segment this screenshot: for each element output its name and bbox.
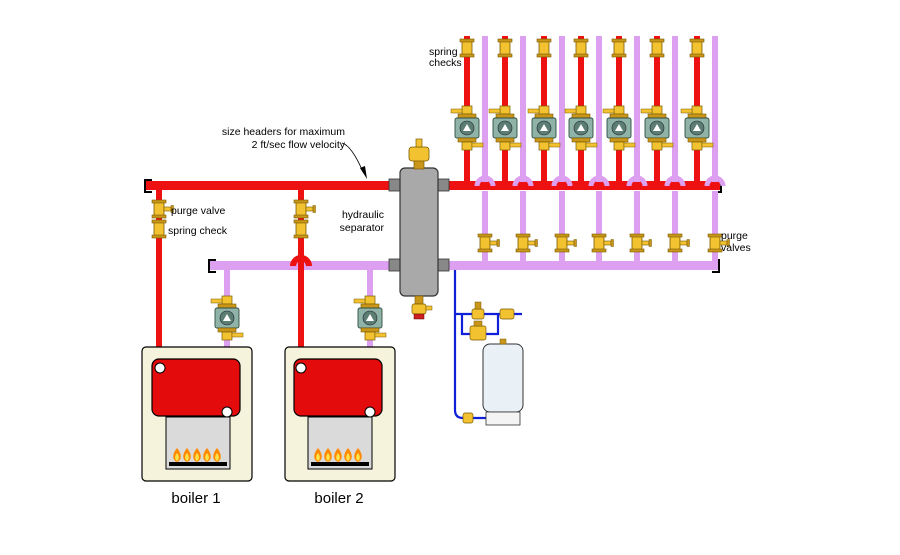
expansion-tank-icon bbox=[482, 338, 524, 426]
zone-1 bbox=[450, 36, 500, 262]
boiler-2-label: boiler 2 bbox=[314, 490, 363, 507]
spring-check-icon bbox=[151, 219, 167, 239]
purge-valve-icon bbox=[477, 233, 500, 253]
circulator-icon bbox=[680, 105, 714, 151]
purge-valves-label-line2: valves bbox=[721, 242, 751, 254]
purge-valve-icon bbox=[629, 233, 652, 253]
zone-6 bbox=[640, 36, 690, 262]
purge-valve-icon bbox=[591, 233, 614, 253]
zone-3 bbox=[527, 36, 577, 262]
return-header bbox=[208, 259, 720, 273]
headers-note-line2: 2 ft/sec flow velocity bbox=[252, 139, 346, 151]
spring-checks-label: spring bbox=[429, 46, 458, 58]
hydraulic-separator-label-line2: separator bbox=[340, 222, 385, 234]
circulator-icon bbox=[353, 295, 387, 341]
leader-arrow bbox=[341, 142, 367, 179]
circulator-icon bbox=[450, 105, 484, 151]
purge-valves-label: purge bbox=[721, 230, 748, 242]
circulator-icon bbox=[210, 295, 244, 341]
purge-valve-icon bbox=[667, 233, 690, 253]
purge-valve-icon bbox=[515, 233, 538, 253]
circulator-icon bbox=[640, 105, 674, 151]
hydraulic-separator-label: hydraulic bbox=[342, 209, 384, 221]
zone-7 bbox=[680, 36, 730, 262]
drain-valve-icon bbox=[411, 295, 433, 320]
make-up-valves bbox=[462, 301, 515, 424]
circulator-icon bbox=[602, 105, 636, 151]
boiler-1-label: boiler 1 bbox=[171, 490, 220, 507]
spring-check-label: spring check bbox=[168, 225, 228, 237]
spring-check-icon bbox=[459, 38, 475, 58]
spring-check-icon bbox=[573, 38, 589, 58]
zone-5 bbox=[602, 36, 652, 262]
headers-note-line1: size headers for maximum bbox=[222, 126, 345, 138]
zone-4 bbox=[564, 36, 614, 262]
hydraulic-separator bbox=[388, 138, 450, 320]
circulator-icon bbox=[527, 105, 561, 151]
boiler-2 bbox=[284, 346, 396, 482]
spring-check-icon bbox=[497, 38, 513, 58]
zone-2 bbox=[488, 36, 538, 262]
spring-checks-label-line2: checks bbox=[429, 57, 462, 69]
spring-check-icon bbox=[293, 219, 309, 239]
spring-check-icon bbox=[689, 38, 705, 58]
spring-check-icon bbox=[649, 38, 665, 58]
boiler-1 bbox=[141, 346, 253, 482]
purge-valve-icon bbox=[293, 199, 316, 219]
circulator-icon bbox=[488, 105, 522, 151]
air-vent-icon bbox=[408, 138, 430, 170]
purge-valve-label: purge valve bbox=[171, 205, 225, 217]
distribution-zones bbox=[450, 36, 730, 262]
spring-check-icon bbox=[536, 38, 552, 58]
purge-valve-icon bbox=[554, 233, 577, 253]
spring-check-icon bbox=[611, 38, 627, 58]
circulator-icon bbox=[564, 105, 598, 151]
